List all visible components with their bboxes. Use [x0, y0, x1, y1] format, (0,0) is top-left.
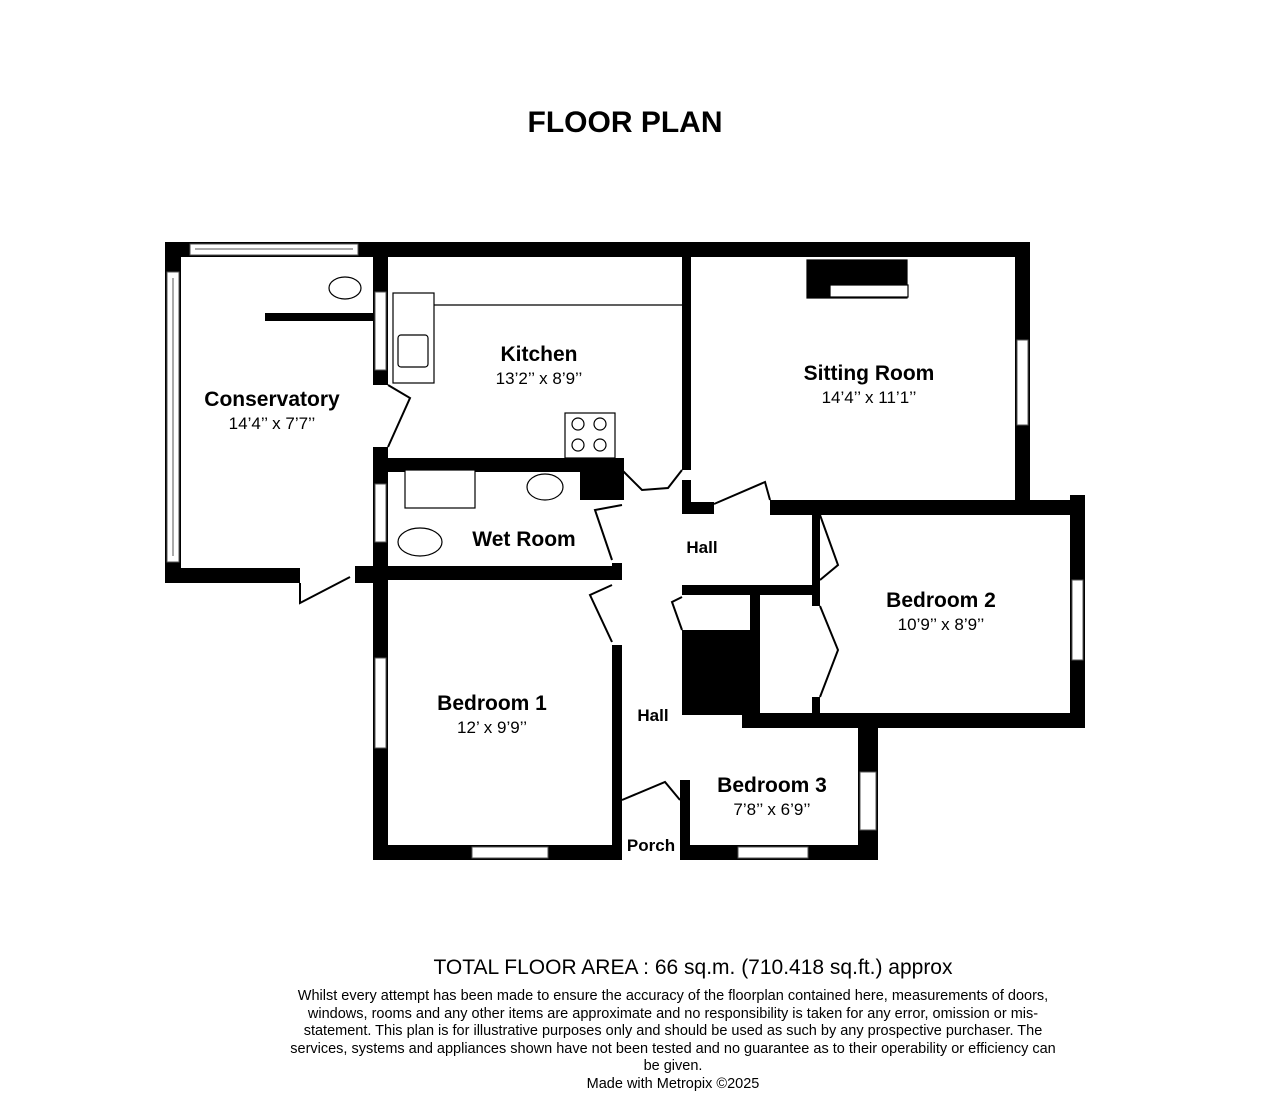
kitchen-dims: 13’2’’ x 8’9’’ [496, 369, 583, 388]
bedroom1-name: Bedroom 1 [437, 692, 547, 715]
hob-icon [564, 412, 616, 459]
windows [166, 243, 1084, 859]
hall-upper-name: Hall [686, 538, 717, 557]
bedroom1-dims: 12’ x 9’9’’ [457, 718, 527, 737]
sitting-room-name: Sitting Room [804, 362, 935, 385]
walls [165, 242, 1085, 860]
bedroom3-dims: 7’8’’ x 6’9’’ [733, 800, 810, 819]
conservatory-name: Conservatory [204, 388, 340, 411]
porch-name: Porch [627, 836, 675, 855]
hall-lower-name: Hall [637, 706, 668, 725]
page-title: FLOOR PLAN [527, 106, 723, 139]
room-labels: Conservatory 14’4’’ x 7’7’’ Kitchen 13’2… [204, 343, 996, 855]
disclaimer-text: Whilst every attempt has been made to en… [290, 988, 1056, 1074]
basin-icon [526, 473, 564, 501]
disclaimer-block: Whilst every attempt has been made to en… [285, 988, 1061, 1093]
bedroom2-name: Bedroom 2 [886, 589, 996, 612]
bedroom3-name: Bedroom 3 [717, 774, 827, 797]
doors [299, 384, 840, 801]
sitting-room-dims: 14’4’’ x 11’1’’ [822, 388, 917, 407]
fixtures [328, 259, 909, 557]
shower-tray-icon [404, 469, 476, 509]
kitchen-name: Kitchen [500, 343, 577, 366]
conservatory-dims: 14’4’’ x 7’7’’ [229, 414, 316, 433]
bedroom2-dims: 10’9’’ x 8’9’’ [898, 615, 985, 634]
toilet-icon [397, 527, 443, 557]
total-floor-area: TOTAL FLOOR AREA : 66 sq.m. (710.418 sq.… [433, 956, 953, 979]
wet-room-name: Wet Room [472, 528, 575, 551]
credit-text: Made with Metropix ©2025 [586, 1075, 760, 1092]
toilet-icon [328, 276, 362, 300]
